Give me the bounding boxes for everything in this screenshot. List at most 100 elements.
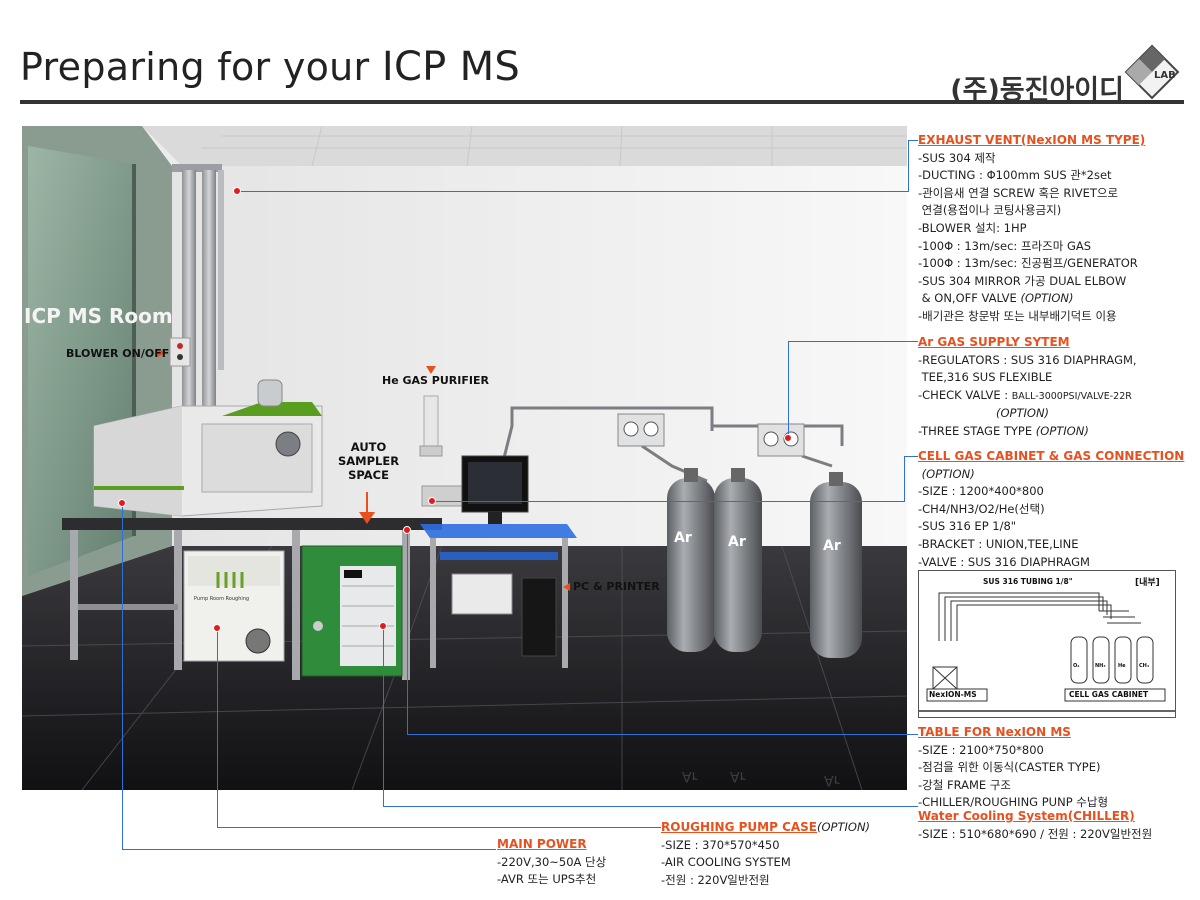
ar-gas-line: -CHECK VALVE : <box>918 387 1012 402</box>
pc-printer-label: PC & PRINTER <box>573 580 660 593</box>
leader-chiller-v <box>383 626 384 806</box>
ceiling-grid <box>202 126 907 167</box>
exhaust-line: 연결(용접이나 코팅사용금지) <box>918 203 1062 218</box>
floor-reflection-3: Ar <box>824 772 840 788</box>
table-line: -SIZE : 2100*750*800 <box>918 742 1044 757</box>
exhaust-line: & ON,OFF VALVE <box>918 291 1021 306</box>
roughing-pump-case: Pump Room Roughing <box>183 550 285 662</box>
roughing-pump-line: -전원 : 220V일반전원 <box>661 872 770 887</box>
glass-window <box>28 146 134 576</box>
ar-gas-line: TEE,316 SUS FLEXIBLE <box>918 370 1053 385</box>
diagram-cabinet-label: CELL GAS CABINET <box>1069 690 1149 699</box>
leader-roughing-h <box>217 827 661 828</box>
leader-cell-h <box>904 456 918 457</box>
leader-ar <box>788 341 918 342</box>
exhaust-option: (OPTION) <box>1020 291 1074 306</box>
leader-table-v <box>407 530 408 734</box>
floor-reflection-2: Ar <box>730 768 746 784</box>
pc-desk <box>420 455 577 668</box>
leader-chiller-h <box>383 806 918 807</box>
leader-main-power-v <box>122 503 123 849</box>
roughing-pump-title: ROUGHING PUMP CASE <box>661 820 817 834</box>
exhaust-line: -100Φ : 13m/sec: 프라즈마 GAS <box>918 238 1092 253</box>
ar-gas-option: (OPTION) <box>996 406 1050 421</box>
exhaust-line: -DUCTING : Φ100mm SUS 관*2set <box>918 168 1112 183</box>
cell-gas-block: CELL GAS CABINET & GAS CONNECTION (OPTIO… <box>918 448 1184 571</box>
exhaust-line: -100Φ : 13m/sec: 진공펌프/GENERATOR <box>918 256 1138 271</box>
main-power-line: -220V,30~50A 단상 <box>497 854 607 869</box>
leader-exhaust-h <box>908 140 918 141</box>
marker-cell <box>428 497 436 505</box>
cylinder-label-2: Ar <box>728 534 746 550</box>
icp-ms-instrument <box>93 379 323 517</box>
page-title: Preparing for your ICP MS <box>20 44 520 90</box>
main-power-title: MAIN POWER <box>497 837 587 851</box>
leader-exhaust-v <box>908 140 909 192</box>
lab-logo-text: LAB <box>1154 70 1176 81</box>
cylinder-label-3: Ar <box>823 538 841 554</box>
chiller-block: Water Cooling System(CHILLER) -SIZE : 51… <box>918 808 1152 843</box>
argon-cylinder-1 <box>667 468 715 652</box>
lab-scene-illustration: Pump Room Roughing <box>22 126 907 790</box>
he-purifier-label: He GAS PURIFIER <box>382 374 489 387</box>
page-title-prefix: Preparing for your <box>20 45 370 89</box>
cell-gas-line: -CH4/NH3/O2/He(선택) <box>918 501 1045 516</box>
marker-ar <box>784 434 792 442</box>
cell-gas-option: (OPTION) <box>918 466 975 481</box>
cell-gas-line: -VALVE : SUS 316 DIAPHRAGM <box>918 554 1090 569</box>
leader-cell <box>432 501 904 502</box>
leader-exhaust <box>237 191 909 192</box>
pump-case-text: Pump Room Roughing <box>194 596 249 602</box>
exhaust-line: -SUS 304 제작 <box>918 150 996 165</box>
marker-exhaust <box>233 187 241 195</box>
blower-switch-label: BLOWER ON/OFF <box>66 347 170 360</box>
diagram-inner-label: [내부] <box>1135 578 1160 588</box>
chiller-title: Water Cooling System(CHILLER) <box>918 809 1135 823</box>
roughing-pump-block: ROUGHING PUMP CASE(OPTION) -SIZE : 370*5… <box>661 819 870 889</box>
argon-cylinder-2 <box>714 468 762 652</box>
roughing-pump-option: (OPTION) <box>817 820 871 834</box>
marker-roughing <box>213 624 221 632</box>
exhaust-line: -SUS 304 MIRROR 가공 DUAL ELBOW <box>918 273 1127 288</box>
leader-table-h <box>407 734 918 735</box>
table-line: -CHILLER/ROUGHING PUNP 수납형 <box>918 795 1109 810</box>
exhaust-duct-right <box>202 170 216 470</box>
ar-gas-title: Ar GAS SUPPLY SYTEM <box>918 335 1070 349</box>
table-block: TABLE FOR NexION MS -SIZE : 2100*750*800… <box>918 724 1108 812</box>
leader-main-power-h <box>122 849 496 850</box>
ar-gas-line: -REGULATORS : SUS 316 DIAPHRAGM, <box>918 352 1137 367</box>
main-power-line: -AVR 또는 UPS추천 <box>497 872 597 887</box>
table-title: TABLE FOR NexION MS <box>918 725 1071 739</box>
lab-logo-icon: LAB <box>1124 44 1180 100</box>
room-sign: ICP MS Room <box>24 304 173 328</box>
table-line: -강철 FRAME 구조 <box>918 777 1011 792</box>
page-title-suffix: ICP MS <box>381 44 521 90</box>
exhaust-line: -배기관은 창문밖 또는 내부배기덕트 이용 <box>918 308 1117 323</box>
cell-gas-line: -SIZE : 1200*400*800 <box>918 484 1044 499</box>
floor-reflection-1: Ar <box>682 768 698 784</box>
chiller-unit <box>301 545 403 677</box>
table-line: -점검을 위한 이동식(CASTER TYPE) <box>918 760 1101 775</box>
exhaust-vent-block: EXHAUST VENT(NexION MS TYPE) -SUS 304 제작… <box>918 132 1145 326</box>
leader-roughing-v <box>217 628 218 827</box>
roughing-pump-line: -SIZE : 370*570*450 <box>661 837 780 852</box>
exhaust-line: -관이음새 연결 SCREW 혹은 RIVET으로 <box>918 185 1119 200</box>
header-divider <box>20 100 1184 104</box>
main-power-block: MAIN POWER -220V,30~50A 단상 -AVR 또는 UPS추천 <box>497 836 606 889</box>
auto-sampler-label: AUTO SAMPLER SPACE <box>338 440 400 482</box>
cell-gas-title: CELL GAS CABINET & GAS CONNECTION <box>918 449 1185 463</box>
lab-scene: Pump Room Roughing <box>22 126 907 790</box>
cylinder-label-1: Ar <box>674 530 692 546</box>
argon-cylinder-3 <box>810 472 862 658</box>
printer <box>451 573 513 615</box>
diagram-tubing-label: SUS 316 TUBING 1/8" <box>983 577 1073 586</box>
diagram-gas-ch4: CH₄ <box>1139 663 1150 669</box>
chiller-line: -SIZE : 510*680*690 / 전원 : 220V일반전원 <box>918 826 1153 841</box>
leader-cell-v <box>904 456 905 502</box>
diagram-gas-he: He <box>1118 663 1126 669</box>
cell-gas-line: -SUS 316 EP 1/8" <box>918 519 1017 534</box>
diagram-nexion-label: NexION-MS <box>929 690 977 699</box>
cell-gas-line: -BRACKET : UNION,TEE,LINE <box>918 536 1079 551</box>
roughing-pump-line: -AIR COOLING SYSTEM <box>661 855 791 870</box>
leader-ar-v <box>788 341 789 439</box>
